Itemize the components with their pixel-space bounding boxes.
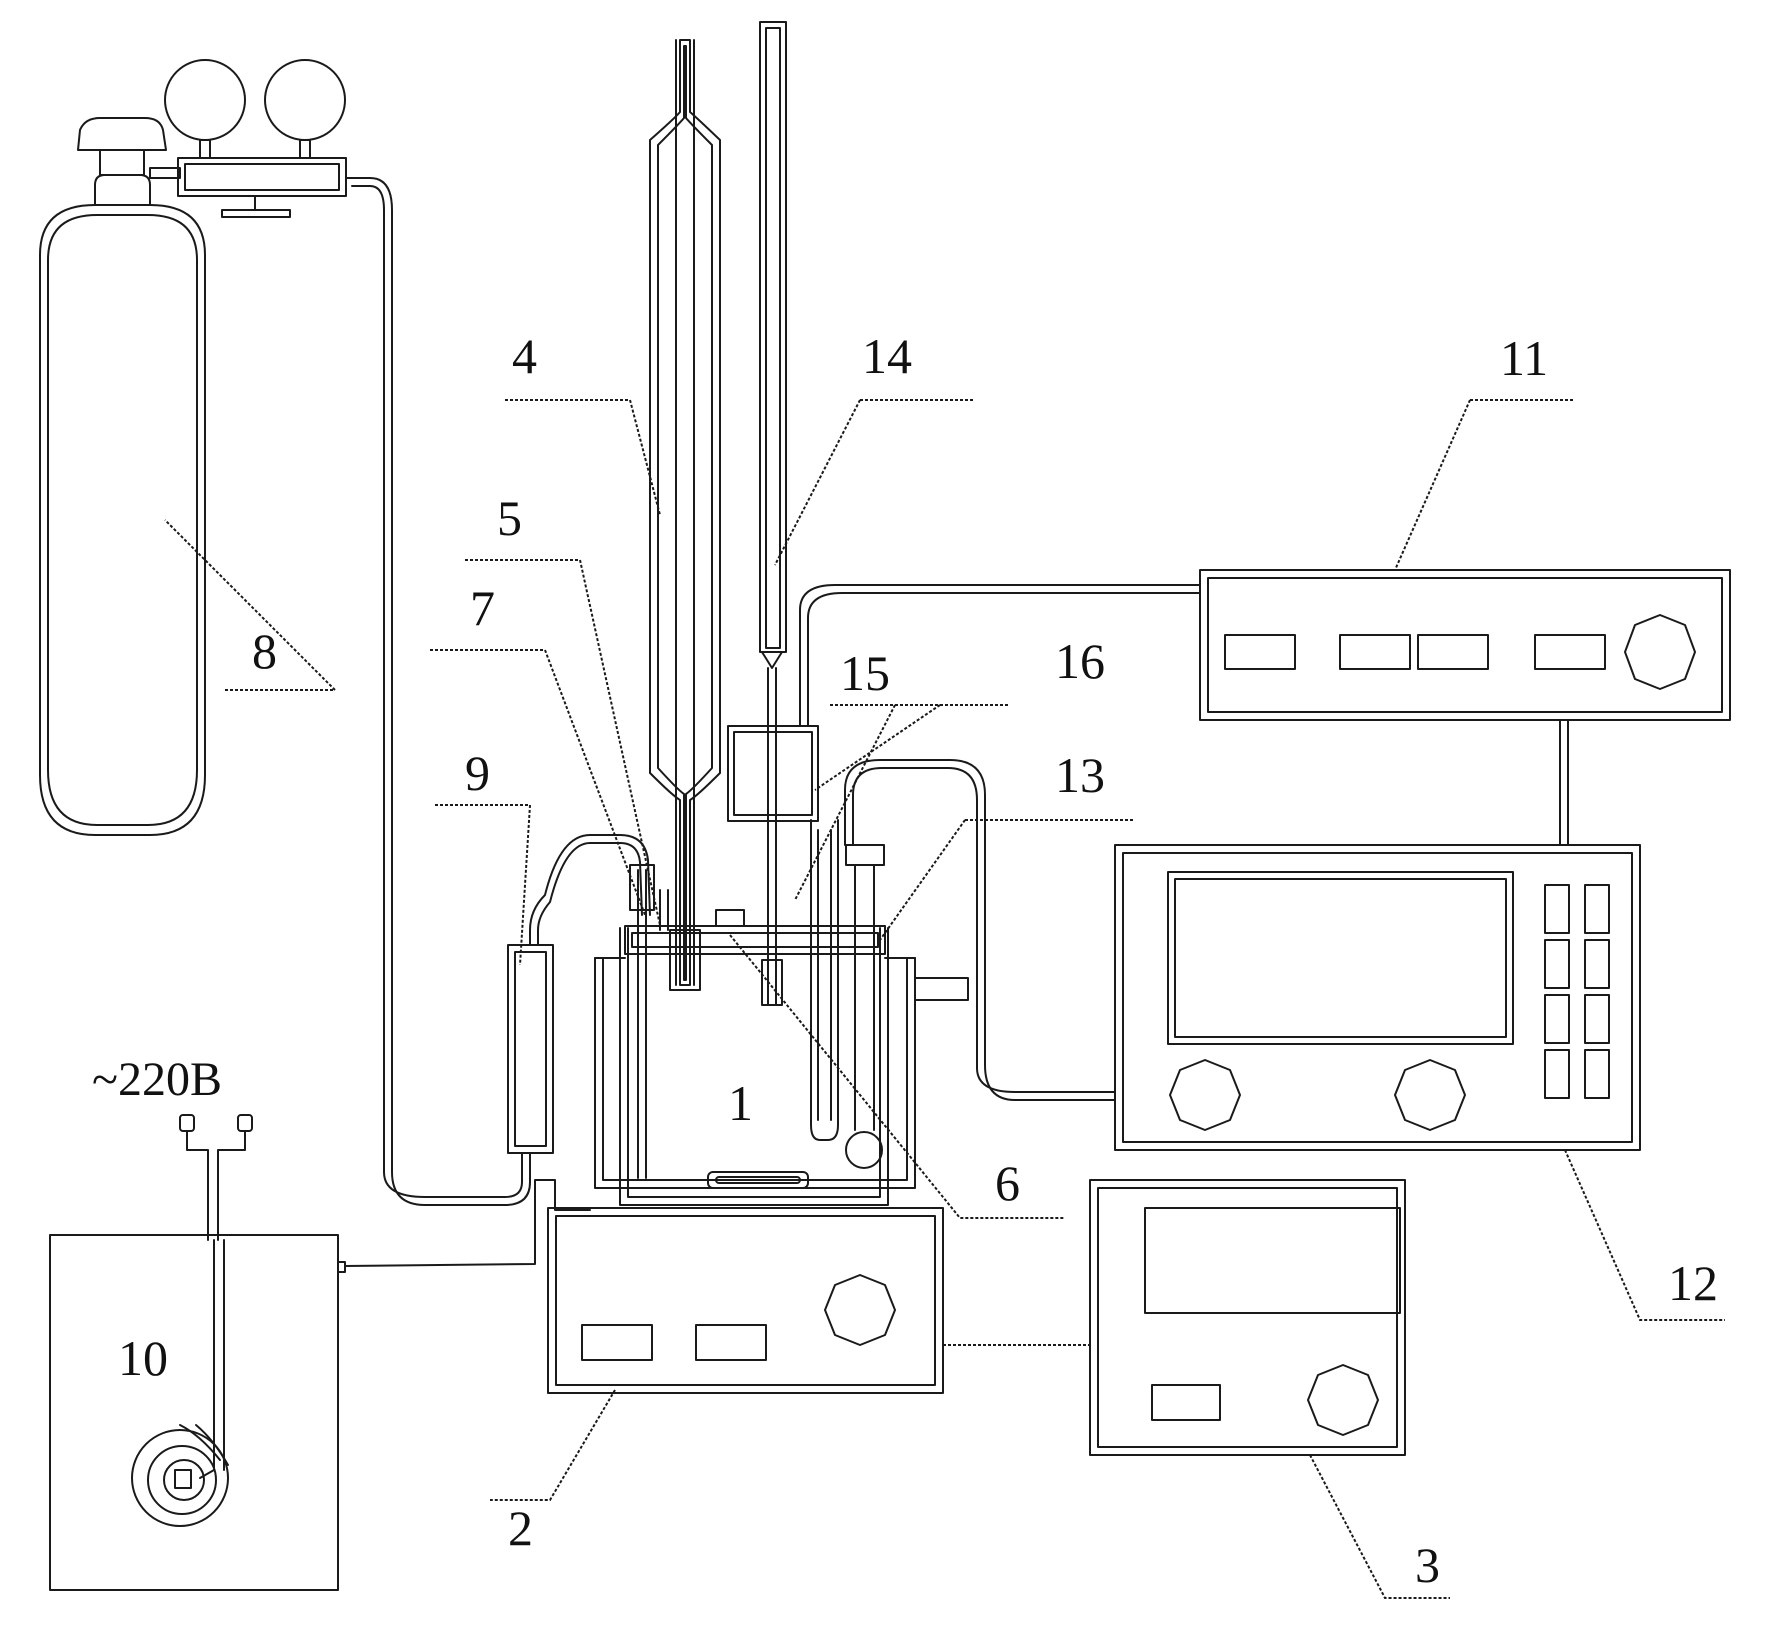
label-11: 11: [1500, 330, 1548, 386]
thermometer: [760, 22, 786, 1005]
label-10: 10: [118, 1330, 168, 1386]
reaction-vessel: [595, 910, 968, 1205]
heater-cable: [345, 1180, 590, 1266]
label-3: 3: [1415, 1537, 1440, 1593]
pressure-gauge-right: [265, 60, 345, 140]
analyzer-12: [1115, 845, 1640, 1150]
label-13: 13: [1055, 747, 1105, 803]
label-12: 12: [1668, 1255, 1718, 1311]
power-cord: [180, 1115, 252, 1240]
label-14: 14: [862, 328, 912, 384]
power-supply-label: ~220B: [92, 1053, 222, 1106]
label-7: 7: [470, 580, 495, 636]
stirrer-base: [548, 1208, 1090, 1393]
label-2: 2: [508, 1500, 533, 1556]
gas-line-cylinder-to-trap: [346, 178, 530, 1205]
label-4: 4: [512, 328, 537, 384]
labels: 1 2 3 4 5 6 7 8 9 10 11 12 13 14 15 16 ~…: [92, 328, 1718, 1593]
indicator-column-left: [1545, 885, 1569, 1098]
label-8: 8: [252, 623, 277, 679]
pressure-regulator: [150, 60, 346, 217]
label-5: 5: [497, 490, 522, 546]
instrument-11: [1200, 570, 1730, 845]
indicator-column-right: [1585, 885, 1609, 1098]
label-16: 16: [1055, 633, 1105, 689]
condenser: [650, 40, 720, 990]
label-15: 15: [840, 645, 890, 701]
label-1: 1: [728, 1075, 753, 1131]
label-9: 9: [465, 745, 490, 801]
probe-holder: [728, 585, 1200, 821]
gas-cylinder: [40, 118, 205, 835]
label-6: 6: [995, 1155, 1020, 1211]
pressure-gauge-left: [165, 60, 245, 140]
controller-3: [1090, 1180, 1405, 1455]
